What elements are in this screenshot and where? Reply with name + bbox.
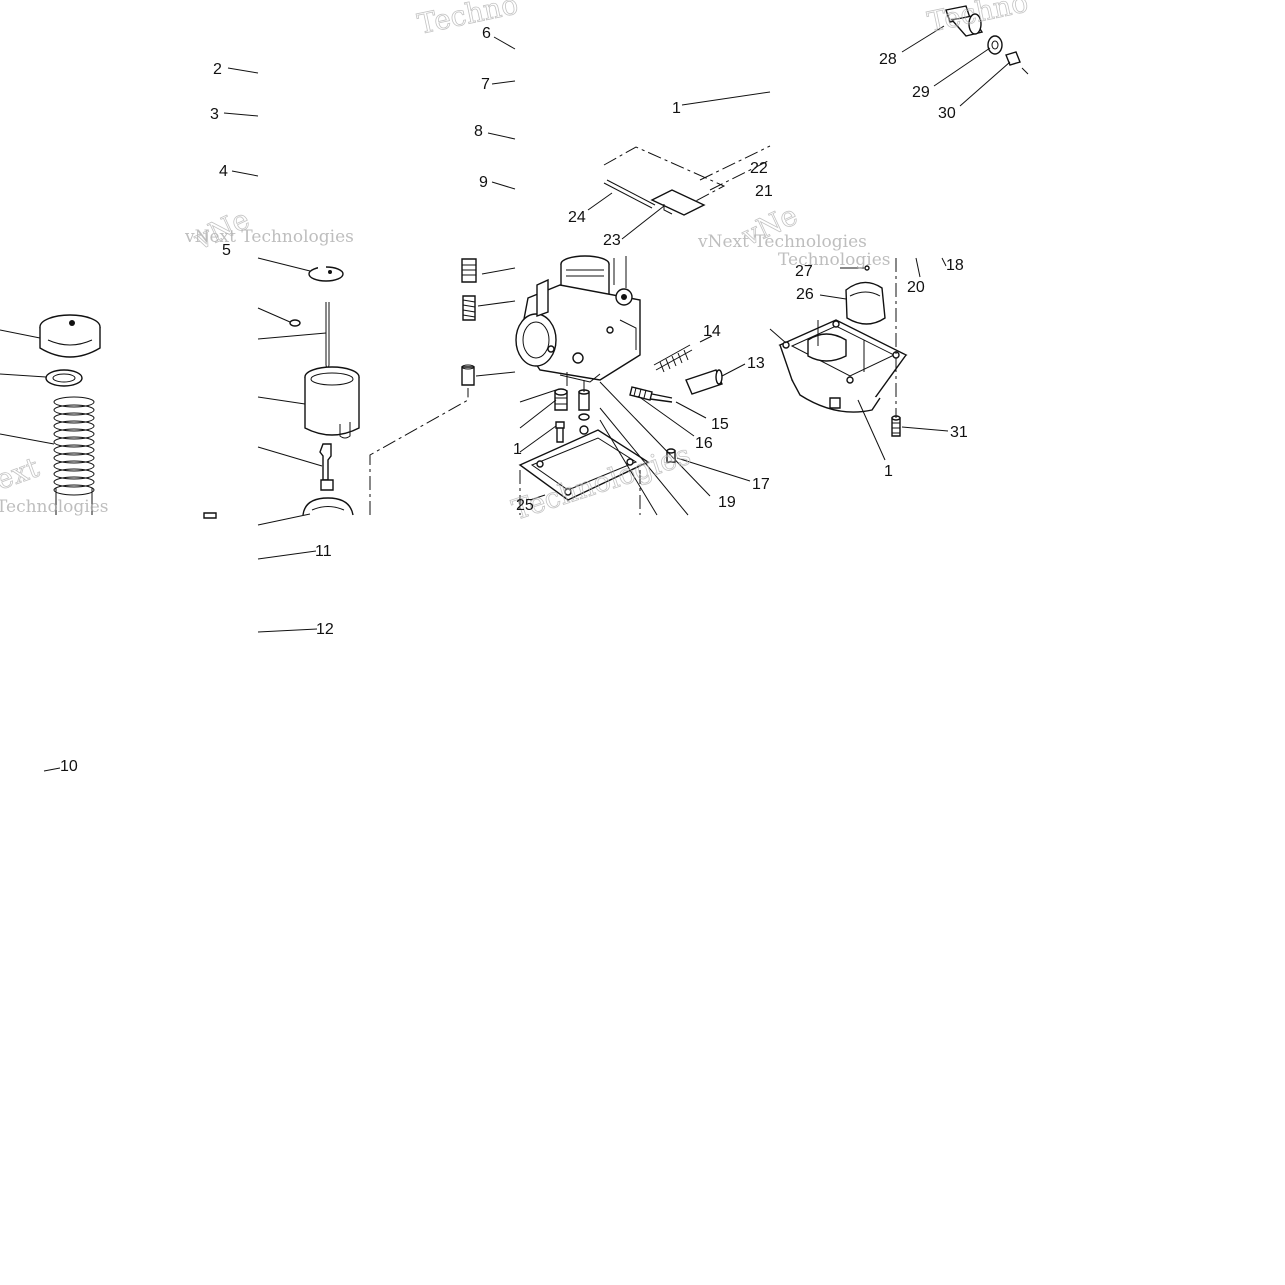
part-label: 9 [479,174,488,191]
float-bowl [778,319,908,413]
throttle-slide [304,366,360,439]
needle-clip-plate [308,263,344,282]
part-label: 13 [747,355,765,372]
part-label: 29 [912,84,930,101]
part-label: 28 [879,51,897,68]
slide-ring [302,497,354,516]
part-label: 8 [474,123,483,140]
watermark-text-right2: Technologies [778,250,891,270]
part-label: 23 [603,232,621,249]
watermark-text-right: vNext Technologies [697,232,867,252]
part-label: 22 [750,160,768,177]
drain-plug [666,448,676,463]
part-label: 24 [568,209,586,226]
carburetor-cap [39,314,101,358]
part-label: 1 [884,463,893,480]
part-label: 30 [938,105,956,122]
part-label: 2 [213,61,222,78]
part-label: 10 [60,758,78,775]
bowl-screw [891,415,901,437]
part-label: 20 [907,279,925,296]
part-label: 14 [703,323,721,340]
cap-washer [45,369,83,387]
banjo-bolt [1005,51,1021,66]
idle-adjust-screw [685,369,723,395]
part-label: 1 [513,441,522,458]
banjo-washer [987,35,1003,55]
main-jet [555,421,565,443]
idle-screw-spring [653,344,693,373]
float [845,281,886,325]
part-label: 17 [752,476,770,493]
part-label: 31 [950,424,968,441]
adjuster-nut [461,364,475,386]
part-label: 1 [672,100,681,117]
small-nut [203,512,217,519]
needle-e-clip [289,319,301,327]
part-number-labels: 1 1 1 2 3 4 5 6 7 8 9 10 11 12 13 14 15 … [60,25,968,775]
part-label: 25 [516,497,534,514]
part-label: 4 [219,163,228,180]
part-label: 15 [711,416,729,433]
part-label: 19 [718,494,736,511]
throttle-spring [53,396,95,515]
part-label: 21 [755,183,773,200]
part-label: 5 [222,242,231,259]
cable-adjuster-group [369,258,516,515]
throttle-stop-screw [319,443,334,491]
part-label: 16 [695,435,713,452]
carburetor-body [515,255,641,383]
watermark-text-leftstrip: ext [0,450,44,496]
watermark-text-left: vNext Technologies [184,227,354,247]
needle-slide-group [203,257,360,526]
air-screw [629,386,673,403]
carburetor-body-group [515,91,771,516]
part-label: 11 [315,543,332,560]
cable-adjuster [461,258,477,283]
adjuster-spring [462,295,476,321]
float-bowl-group [769,5,1029,461]
banjo-fitting [945,5,984,37]
part-label: 7 [481,76,490,93]
float-arm-frame [603,145,771,216]
part-label: 6 [482,25,491,42]
watermark-text-top: Techno [415,0,521,41]
main-jet-holder [554,388,568,411]
part-label: 27 [795,263,813,280]
part-label: 12 [316,621,334,638]
pilot-jet [578,389,590,435]
part-label: 26 [796,286,814,303]
part-label: 3 [210,106,219,123]
watermark-text-leftstrip2: Technologies [0,497,109,517]
jet-needle [325,302,330,373]
cap-washer-spring-group [0,314,101,515]
part-label: 18 [946,257,964,274]
